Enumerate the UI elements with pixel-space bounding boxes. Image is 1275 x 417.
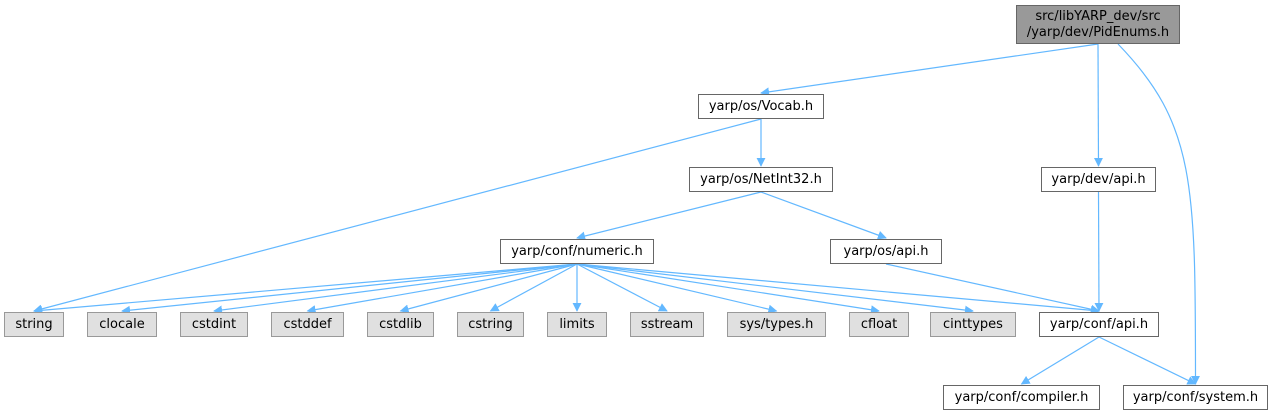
node-numeric[interactable]: yarp/conf/numeric.h [500,239,654,264]
root-label-line2: /yarp/dev/PidEnums.h [1026,24,1170,40]
node-netint32[interactable]: yarp/os/NetInt32.h [689,167,833,192]
node-vocab[interactable]: yarp/os/Vocab.h [698,94,824,119]
edge-numeric-to-conf_api [576,263,1100,315]
edge-vocab-to-string [33,118,762,314]
edge-numeric-to-cinttypes [576,263,974,315]
edges-layer [33,43,1200,385]
edge-conf_api-to-compiler [1020,336,1100,385]
node-cinttypes[interactable]: cinttypes [930,312,1016,337]
node-cstdint[interactable]: cstdint [180,312,248,337]
edge-dev_api-to-conf_api [1094,191,1104,312]
node-limits[interactable]: limits [547,312,607,337]
node-os-api[interactable]: yarp/os/api.h [830,239,942,264]
edge-root-to-system [1117,43,1200,385]
node-dev-api[interactable]: yarp/dev/api.h [1041,167,1156,192]
edge-conf_api-to-system [1098,336,1197,385]
node-string[interactable]: string [4,312,64,337]
edge-numeric-to-sstream [576,263,668,312]
node-cstdlib[interactable]: cstdlib [367,312,434,337]
edge-netint32-to-os_api [760,191,887,240]
edge-numeric-to-cfloat [576,263,880,315]
edge-root-to-vocab [760,43,1099,97]
node-sstream[interactable]: sstream [630,312,704,337]
node-cstddef[interactable]: cstddef [271,312,344,337]
edge-numeric-to-cstdint [213,263,578,315]
edge-root-to-dev_api [1093,43,1103,167]
edge-numeric-to-systypes [576,263,778,314]
edge-numeric-to-cstdlib [399,263,578,314]
edge-netint32-to-numeric [576,191,762,241]
edge-numeric-to-clocale [121,263,578,315]
node-root-pidenums[interactable]: src/libYARP_dev/src /yarp/dev/PidEnums.h [1016,5,1180,44]
node-sys-types[interactable]: sys/types.h [727,312,826,337]
node-cfloat[interactable]: cfloat [849,312,909,337]
node-cstring[interactable]: cstring [457,312,524,337]
edge-numeric-to-cstring [489,263,578,312]
node-compiler[interactable]: yarp/conf/compiler.h [943,385,1100,410]
edge-numeric-to-cstddef [306,263,578,315]
node-system[interactable]: yarp/conf/system.h [1123,385,1268,410]
edge-os_api-to-conf_api [885,263,1100,314]
edge-numeric-to-string [33,263,578,315]
node-clocale[interactable]: clocale [87,312,157,337]
node-conf-api[interactable]: yarp/conf/api.h [1039,312,1159,337]
root-label-line1: src/libYARP_dev/src [1035,8,1161,24]
